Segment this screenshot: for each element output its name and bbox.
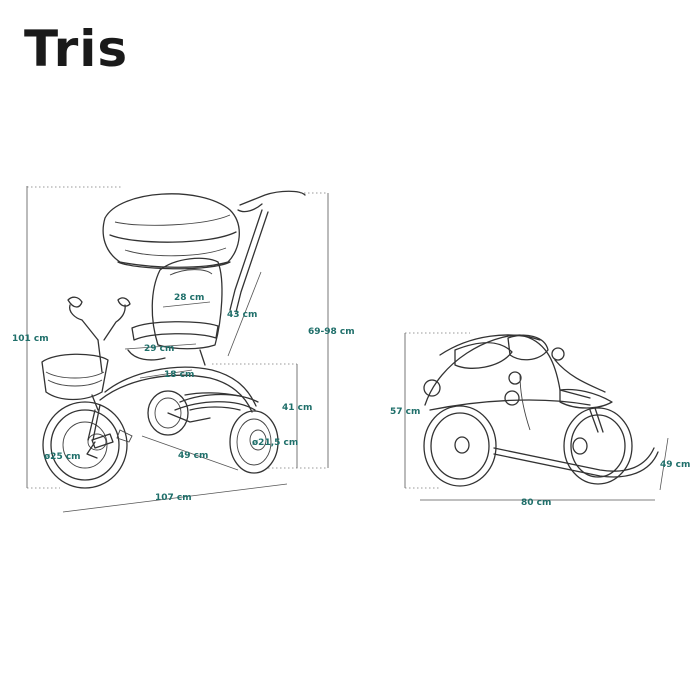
folded-width-label: 49 cm xyxy=(660,460,690,470)
handle-height-label: 69-98 cm xyxy=(308,327,355,337)
footrest-label: 18 cm xyxy=(164,370,194,380)
product-title: Tris xyxy=(24,20,129,78)
rear-wheel-label: ø21,5 cm xyxy=(252,438,298,448)
front-wheel-label: ø25 cm xyxy=(44,452,81,462)
folded-length-label: 80 cm xyxy=(521,498,551,508)
backrest-height-label: 43 cm xyxy=(227,310,257,320)
folded-height-label: 57 cm xyxy=(390,407,420,417)
seat-width-label: 28 cm xyxy=(174,293,204,303)
assembled-dimension-lines xyxy=(26,186,329,513)
overall-length-label: 107 cm xyxy=(155,493,192,503)
dimension-labels: 101 cm 69-98 cm 28 cm 43 cm 29 cm 18 cm … xyxy=(12,293,690,508)
folded-tricycle-drawing xyxy=(423,334,659,487)
overall-height-label: 101 cm xyxy=(12,334,49,344)
folded-dimension-lines xyxy=(404,332,669,501)
assembled-tricycle-drawing xyxy=(41,190,306,489)
wheelbase-label: 49 cm xyxy=(178,451,208,461)
seat-depth-label: 29 cm xyxy=(144,344,174,354)
seat-height-label: 41 cm xyxy=(282,403,312,413)
